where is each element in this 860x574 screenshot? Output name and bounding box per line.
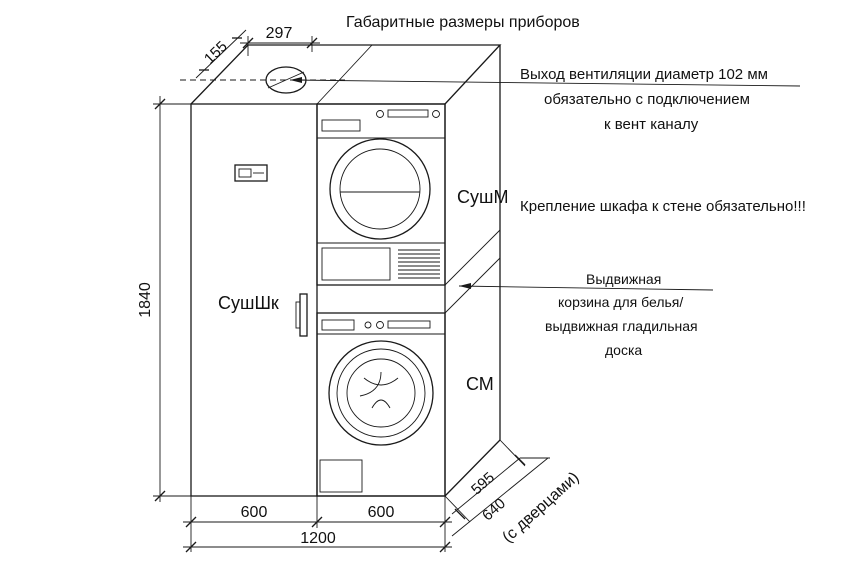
drawer-note-line3: выдвижная гладильная [545,318,698,334]
dryer-vent-grille [398,249,440,279]
top-width-value: 297 [266,25,293,42]
depth-with-doors-value: 640 [479,495,509,524]
drawer-note-line1: Выдвижная [586,271,661,287]
vent-note-line2: обязательно с подключением [544,91,750,108]
cabinet-box-outline [190,44,502,497]
top-dimensions [195,29,320,79]
drawer-note-line4: доска [605,342,642,358]
bottom-width-dimensions [183,496,452,552]
wall-mount-note: Крепление шкафа к стене обязательно!!! [520,198,806,215]
label-dryer: СушМ [457,187,508,207]
vent-note-line1: Выход вентиляции диаметр 102 мм [520,66,768,83]
top-depth-value: 155 [201,38,231,68]
drawing-title: Габаритные размеры приборов [346,14,580,31]
height-dimension [153,96,191,502]
washing-machine [316,312,446,497]
label-washer: СМ [466,374,494,394]
dryer [316,103,446,286]
dryer-cabinet [234,164,308,337]
vent-annotation [289,77,801,87]
depth-value: 595 [468,469,498,498]
width-right-value: 600 [368,504,395,521]
height-value: 1840 [137,282,154,318]
drawer-note-line2: корзина для белья/ [558,294,683,310]
drawer-annotation [458,283,714,291]
width-left-value: 600 [241,504,268,521]
total-width-value: 1200 [300,530,336,547]
pull-out-drawer [316,284,446,314]
total-width-dimension [183,541,452,553]
label-dryer-cabinet: СушШк [218,293,279,313]
depth-dimensions [444,439,550,537]
vent-note-line3: к вент каналу [604,116,699,133]
depth-note: (с дверцами) [499,469,582,546]
